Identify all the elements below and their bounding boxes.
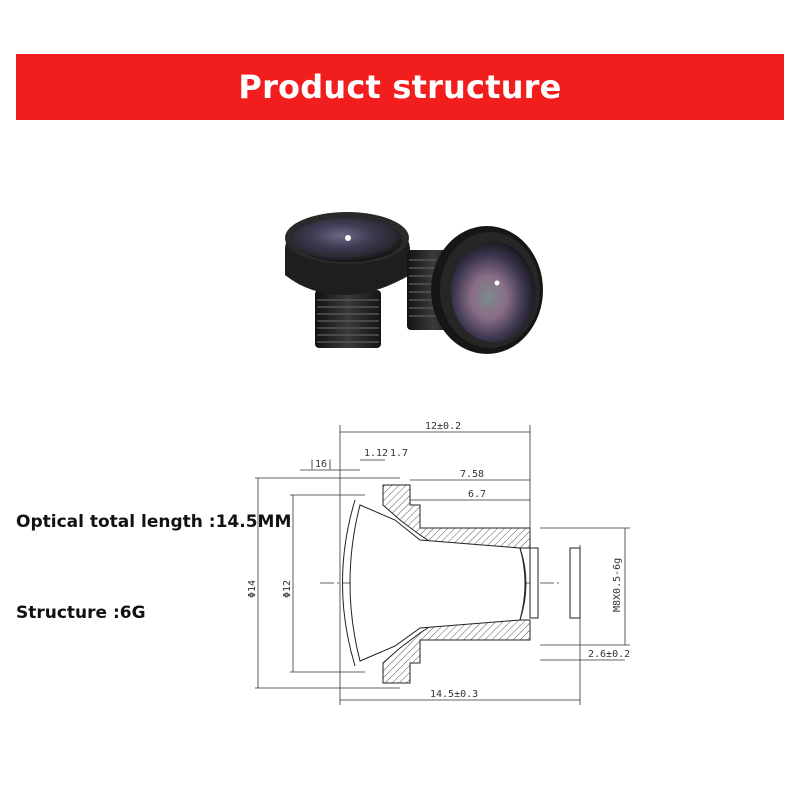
dim-phi12: Φ12 xyxy=(282,580,293,598)
dim-17: 1.7 xyxy=(390,448,408,459)
dim-758: 7.58 xyxy=(460,469,484,480)
lens-product-photo xyxy=(285,212,543,354)
dim-thread: M8X0.5-6g xyxy=(612,558,623,612)
left-lens xyxy=(285,212,410,348)
dim-phi14: Φ14 xyxy=(247,580,258,598)
dim-top-width: 12±0.2 xyxy=(425,421,461,432)
spec-optical-length: Optical total length :14.5MM xyxy=(16,512,292,532)
spec-structure: Structure :6G xyxy=(16,603,146,623)
dim-112: 1.12 xyxy=(364,448,388,459)
banner-title: Product structure xyxy=(238,68,562,106)
lens-technical-drawing: 12±0.2 |16| 1.12 1.7 7.58 6.7 14.5±0.3 2… xyxy=(247,421,630,705)
dim-total: 14.5±0.3 xyxy=(430,689,478,700)
dim-back-focus: 2.6±0.2 xyxy=(588,649,630,660)
dim-67: 6.7 xyxy=(468,489,486,500)
dim-16: |16| xyxy=(309,459,333,470)
header-banner: Product structure xyxy=(16,54,784,120)
right-lens xyxy=(407,226,543,354)
